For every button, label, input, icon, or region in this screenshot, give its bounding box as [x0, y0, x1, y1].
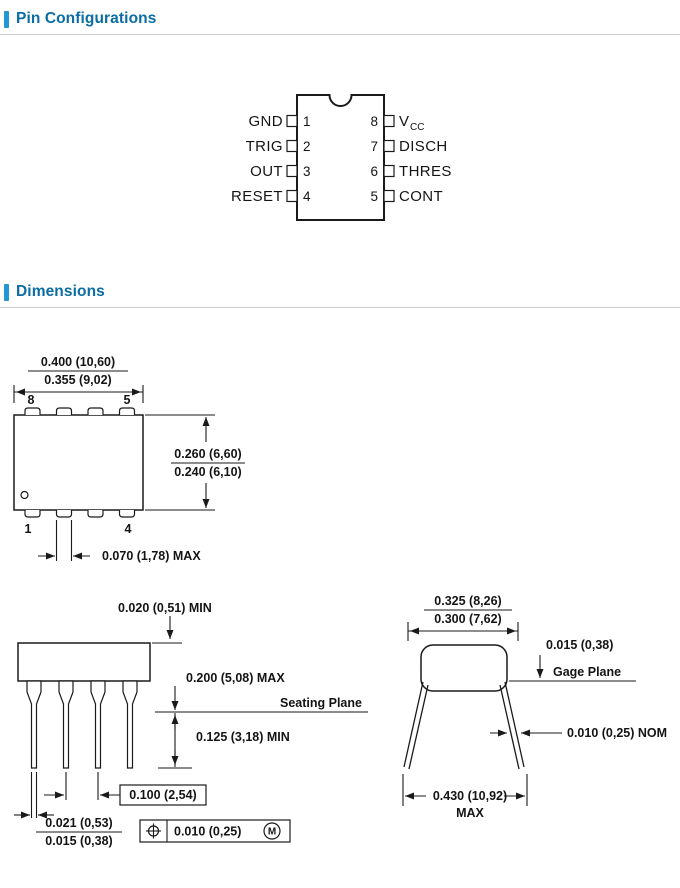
true-position-callout: 0.010 (0,25) M [139, 819, 291, 843]
end-view-leads [403, 681, 525, 770]
section-divider [0, 307, 680, 308]
pin-label-vcc: V [399, 113, 409, 130]
section-accent-bar [4, 10, 9, 28]
pin-labels: GND TRIG OUT RESET V CC DISCH THRES CONT [231, 113, 452, 205]
mmc-modifier-letter: M [268, 827, 276, 838]
dim-true-position: 0.010 (0,25) [174, 825, 241, 839]
dip-package-body [296, 94, 385, 221]
pin-number-5: 5 [370, 189, 378, 204]
dim-pitch-box [119, 784, 207, 806]
dim-gage-offset: 0.015 (0,38) [546, 638, 613, 652]
dim-standoff: 0.020 (0,51) MIN [118, 601, 212, 615]
section-header-pin-configurations: Pin Configurations [4, 10, 156, 28]
pin-number-6: 6 [370, 164, 378, 179]
dim-lead-width-min: 0.015 (0,38) [45, 834, 112, 848]
section-accent-bar [4, 283, 9, 301]
pin-label-out: OUT [250, 163, 283, 180]
dim-pin-width: 0.070 (1,78) MAX [102, 549, 201, 563]
dim-lead-thickness: 0.010 (0,25) NOM [567, 726, 667, 740]
pin-numbers: 1 2 3 4 8 7 6 5 [303, 114, 378, 204]
seating-plane-label: Seating Plane [280, 696, 362, 710]
pin-label-reset: RESET [231, 188, 283, 205]
pin-5-marker: 5 [124, 393, 131, 407]
dim-row-span-max: 0.325 (8,26) [434, 594, 501, 608]
end-view-body [420, 644, 508, 692]
pin-1-marker: 1 [25, 522, 32, 536]
section-divider [0, 34, 680, 35]
mmc-modifier-icon [263, 822, 281, 840]
package-end-view: 0.325 (8,26) 0.300 (7,62) 0.015 (0,38) G… [402, 594, 667, 820]
dim-lead-width-max: 0.021 (0,53) [45, 816, 112, 830]
dim-lead-below-seating: 0.125 (3,18) MIN [196, 730, 290, 744]
dim-body-height: 0.200 (5,08) MAX [186, 671, 285, 685]
pin-8-marker: 8 [28, 393, 35, 407]
dim-body-width-max: 0.400 (10,60) [41, 355, 115, 369]
dim-body-depth-max: 0.260 (6,60) [174, 447, 241, 461]
pin-number-4: 4 [303, 189, 311, 204]
side-view-leads [26, 680, 138, 769]
dim-overall-span-qualifier: MAX [456, 806, 484, 820]
package-top-view: 0.400 (10,60) 0.355 (9,02) 8 5 1 [13, 355, 245, 563]
pin-label-cont: CONT [399, 188, 443, 205]
pin1-index-icon [20, 490, 29, 500]
dim-overall-span: 0.430 (10,92) [433, 789, 507, 803]
top-view-body [13, 414, 144, 511]
gage-plane-label: Gage Plane [553, 665, 621, 679]
pin-number-8: 8 [370, 114, 378, 129]
section-header-dimensions: Dimensions [4, 283, 105, 301]
pin-label-thres: THRES [399, 163, 452, 180]
pin-4-marker: 4 [125, 522, 132, 536]
pin-number-1: 1 [303, 114, 311, 129]
section-title-pin-configurations: Pin Configurations [16, 10, 157, 27]
position-tolerance-icon [146, 823, 161, 839]
pin-number-7: 7 [370, 139, 378, 154]
pin-stubs [286, 114, 395, 203]
pin-label-gnd: GND [248, 113, 283, 130]
dim-body-depth-min: 0.240 (6,10) [174, 465, 241, 479]
package-side-view: 0.020 (0,51) MIN 0.200 (5,08) MAX Seatin… [14, 601, 368, 848]
top-view-pin-bumps [24, 407, 136, 518]
pin-number-3: 3 [303, 164, 311, 179]
pin-configuration-diagram: 1 2 3 4 8 7 6 5 GND TRIG OUT RESET V CC … [231, 94, 452, 221]
pin-label-trig: TRIG [246, 138, 283, 155]
dim-pitch: 0.100 (2,54) [129, 788, 196, 802]
dim-row-span-min: 0.300 (7,62) [434, 612, 501, 626]
pin-label-vcc-subscript: CC [410, 122, 424, 133]
pin-label-disch: DISCH [399, 138, 448, 155]
section-title-dimensions: Dimensions [16, 283, 105, 300]
side-view-body [17, 642, 151, 682]
dim-body-width-min: 0.355 (9,02) [44, 373, 111, 387]
pin-number-2: 2 [303, 139, 311, 154]
dimensions-drawing: 0.400 (10,60) 0.355 (9,02) 8 5 1 [13, 355, 667, 848]
